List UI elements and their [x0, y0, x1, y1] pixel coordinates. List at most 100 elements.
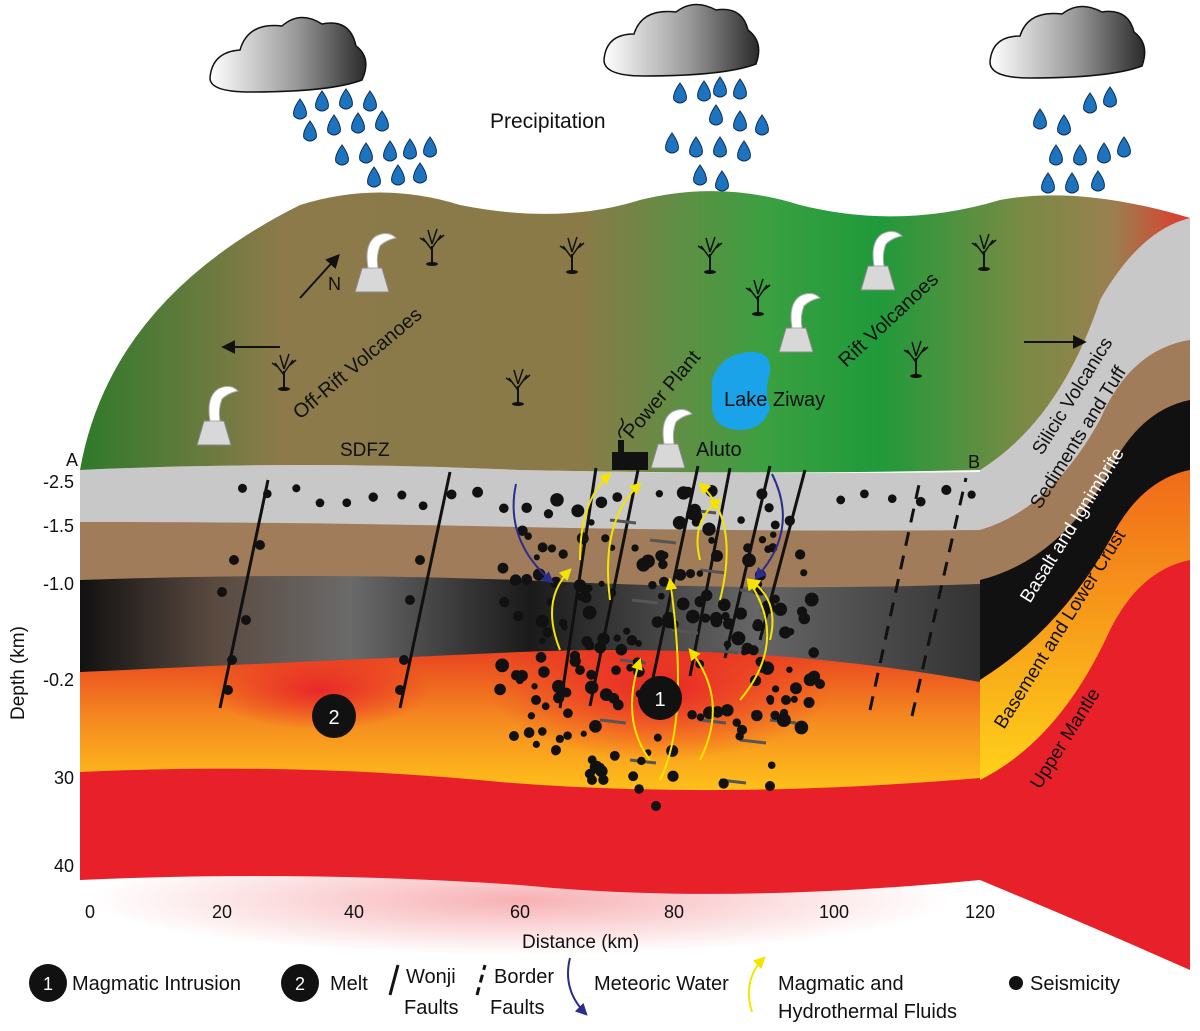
seismic-event — [803, 697, 815, 709]
x-tick-label: 80 — [664, 902, 684, 922]
x-tick-label: 60 — [510, 902, 530, 922]
cloud-right — [989, 5, 1146, 79]
seismic-event — [770, 594, 780, 604]
rain-drop — [755, 114, 769, 136]
seismic-event — [584, 584, 593, 593]
legend-seismicity-icon — [1009, 976, 1023, 990]
x-tick-label: 20 — [212, 902, 232, 922]
trees — [271, 228, 997, 406]
volcano-icon — [860, 230, 904, 291]
seismic-event — [623, 627, 631, 635]
legend-wonji-fault-icon — [388, 964, 400, 996]
meteoric-arrow — [754, 473, 784, 580]
seismic-event — [611, 665, 621, 676]
seismic-event — [700, 613, 711, 623]
seismic-event — [635, 639, 642, 647]
seismic-event — [784, 515, 795, 526]
seismic-event — [736, 632, 746, 642]
seismic-event — [790, 695, 798, 703]
fluid-arrow — [696, 498, 722, 561]
block-side-face — [980, 218, 1190, 970]
svg-text:1: 1 — [43, 974, 53, 994]
rain-drop — [367, 166, 381, 188]
seismic-event — [836, 495, 846, 505]
seismic-event — [734, 607, 747, 620]
seismic-event — [342, 498, 352, 508]
rain-drop — [327, 114, 341, 136]
seismic-event — [721, 704, 734, 717]
lake-ziway — [712, 351, 771, 430]
seismic-event — [575, 665, 585, 675]
seismic-event — [752, 620, 764, 632]
seismic-event — [674, 569, 687, 581]
x-tick-label: 0 — [85, 902, 95, 922]
rain-drop — [1073, 144, 1087, 166]
legend-meteoric-arrow-icon — [567, 957, 588, 1016]
fluid-arrows — [512, 472, 784, 781]
y-tick-label: 30 — [54, 768, 74, 788]
tree-icon — [745, 278, 771, 316]
seismic-event — [634, 784, 644, 794]
seismic-event — [655, 550, 667, 562]
seismic-event — [555, 734, 564, 744]
micro-fault — [699, 568, 727, 575]
seismic-event — [599, 688, 613, 701]
seismic-event — [669, 619, 679, 630]
seismic-event — [517, 525, 528, 536]
legend-intrusion-label: Magmatic Intrusion — [72, 973, 241, 995]
volcanoes — [196, 230, 904, 469]
micro-fault — [649, 538, 677, 545]
seismic-event — [779, 708, 789, 718]
legend-wonji-line1: Wonji — [406, 966, 456, 988]
fluid-arrow — [698, 482, 728, 601]
seismic-event — [582, 605, 597, 620]
seismic-event — [533, 554, 540, 561]
power-plant-icon — [612, 417, 648, 470]
seismic-event — [292, 484, 301, 493]
rain-drop — [293, 98, 307, 120]
seismic-event — [527, 712, 536, 720]
rain-drop — [713, 136, 727, 158]
seismic-event — [523, 727, 535, 738]
rain-drop — [1091, 170, 1105, 192]
seismic-event — [631, 544, 639, 552]
seismic-event — [589, 720, 602, 733]
seismic-event — [515, 676, 524, 685]
seismic-event — [770, 520, 780, 530]
point-b-label: B — [968, 452, 980, 472]
seismic-event — [494, 683, 506, 696]
seismic-event — [771, 685, 780, 693]
seismic-event — [667, 770, 679, 782]
seismic-event — [541, 702, 550, 711]
y-tick-label: -1.5 — [43, 516, 74, 536]
rain-drop — [1097, 142, 1111, 164]
seismic-event — [397, 490, 407, 500]
micro-fault — [711, 648, 739, 655]
seismic-event — [315, 498, 325, 508]
seismic-event — [538, 666, 550, 678]
seismic-event — [685, 568, 696, 579]
sdfz-label: SDFZ — [340, 440, 390, 461]
seismic-event — [586, 669, 597, 680]
legend-border-line1: Border — [494, 966, 554, 988]
precipitation-label: Precipitation — [490, 110, 606, 133]
intrusion-marker: 1 — [638, 676, 682, 720]
seismic-event — [776, 713, 791, 728]
svg-text:1: 1 — [654, 689, 665, 711]
seismic-event — [766, 695, 775, 704]
border-fault — [868, 479, 922, 711]
seismic-event — [691, 517, 701, 527]
seismic-event — [686, 609, 700, 624]
rain-drop — [1049, 144, 1063, 166]
lake-ziway-label: Lake Ziway — [724, 389, 825, 411]
tree-icon — [271, 353, 297, 391]
volcano-icon — [650, 408, 694, 469]
rain-drop — [709, 104, 723, 126]
rain-drop — [339, 88, 353, 110]
seismic-event — [547, 544, 557, 553]
rain-drop — [713, 76, 727, 98]
tree-icon — [419, 228, 445, 266]
